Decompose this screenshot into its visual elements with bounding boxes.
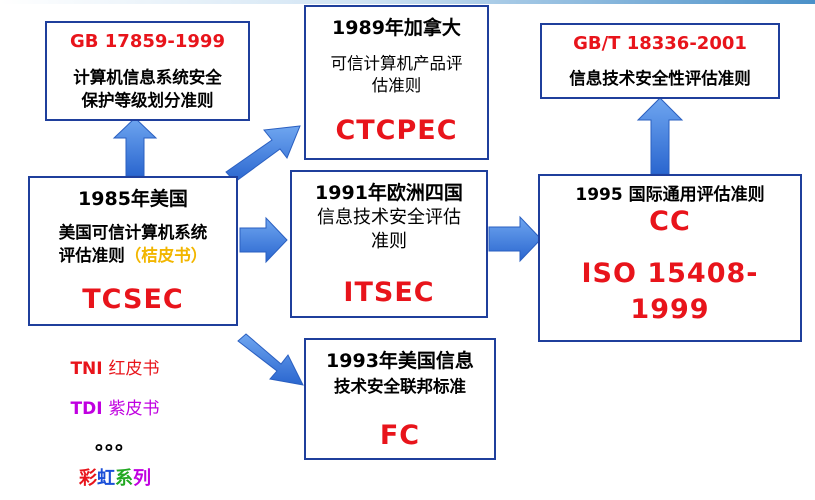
box-cc: 1995 国际通用评估准则 CC ISO 15408- 1999	[538, 174, 802, 342]
itsec-year: 1991年欧洲四国	[315, 182, 463, 204]
box-gb17859: GB 17859-1999 计算机信息系统安全 保护等级划分准则	[45, 21, 250, 121]
tcsec-desc-line1: 美国可信计算机系统	[58, 223, 208, 242]
box-itsec: 1991年欧洲四国 信息技术安全评估 准则 ITSEC	[290, 170, 488, 318]
arrow-up-icon	[636, 97, 684, 175]
gbt18336-desc: 信息技术安全性评估准则	[569, 69, 751, 88]
cc-iso-line1: ISO 15408-	[581, 258, 759, 289]
arrow-up-icon	[112, 117, 158, 177]
series-rainbow: 彩虹系列	[0, 464, 230, 490]
tcsec-year: 1985年美国	[78, 188, 188, 210]
ctcpec-desc-line1: 可信计算机产品评	[330, 54, 463, 73]
itsec-desc-line2: 准则	[371, 231, 407, 252]
box-ctcpec: 1989年加拿大 可信计算机产品评 估准则 CTCPEC	[304, 5, 489, 160]
ctcpec-name: CTCPEC	[335, 115, 458, 146]
arrow-right-icon	[488, 215, 542, 263]
arrow-diagonal-down-icon	[237, 333, 304, 386]
rainbow-char-4: 列	[133, 468, 151, 489]
series-tdi: TDI 紫皮书	[0, 394, 230, 419]
cc-name: CC	[649, 206, 691, 237]
cc-iso-line2: 1999	[630, 294, 710, 325]
gb17859-desc-line1: 计算机信息系统安全	[73, 68, 222, 87]
tcsec-desc-line2: 评估准则（桔皮书）	[30, 245, 236, 267]
fc-name: FC	[379, 420, 421, 451]
rainbow-char-3: 系	[115, 468, 133, 489]
arrow-right-icon	[239, 216, 288, 264]
fc-year: 1993年美国信息	[326, 350, 474, 372]
itsec-desc-line1: 信息技术安全评估	[317, 207, 461, 228]
top-gradient-bar	[0, 0, 815, 4]
gb17859-desc-line2: 保护等级划分准则	[81, 91, 214, 110]
tdi-label: 紫皮书	[108, 399, 160, 419]
ctcpec-desc-line2: 估准则	[371, 76, 422, 95]
box-fc: 1993年美国信息 技术安全联邦标准 FC	[304, 338, 496, 460]
cc-year: 1995 国际通用评估准则	[575, 185, 765, 205]
tcsec-name: TCSEC	[82, 284, 184, 315]
ctcpec-year: 1989年加拿大	[332, 17, 461, 39]
gbt18336-code: GB/T 18336-2001	[573, 33, 747, 54]
tcsec-nickname: （桔皮书）	[124, 246, 208, 265]
tni-code: TNI	[70, 359, 103, 379]
rainbow-char-2: 虹	[97, 468, 115, 489]
box-tcsec: 1985年美国 美国可信计算机系统 评估准则（桔皮书） TCSEC	[28, 176, 238, 326]
series-tni: TNI 红皮书	[0, 354, 230, 379]
itsec-name: ITSEC	[343, 277, 435, 308]
tdi-code: TDI	[70, 399, 103, 419]
series-dots: 。。。	[95, 430, 135, 454]
fc-desc: 技术安全联邦标准	[334, 377, 466, 396]
rainbow-char-1: 彩	[79, 468, 97, 489]
tni-label: 红皮书	[108, 359, 160, 379]
arrow-diagonal-up-icon	[225, 125, 301, 183]
tcsec-desc-line2a: 评估准则	[58, 246, 125, 265]
box-gbt18336: GB/T 18336-2001 信息技术安全性评估准则	[540, 23, 780, 99]
gb17859-code: GB 17859-1999	[70, 31, 225, 52]
